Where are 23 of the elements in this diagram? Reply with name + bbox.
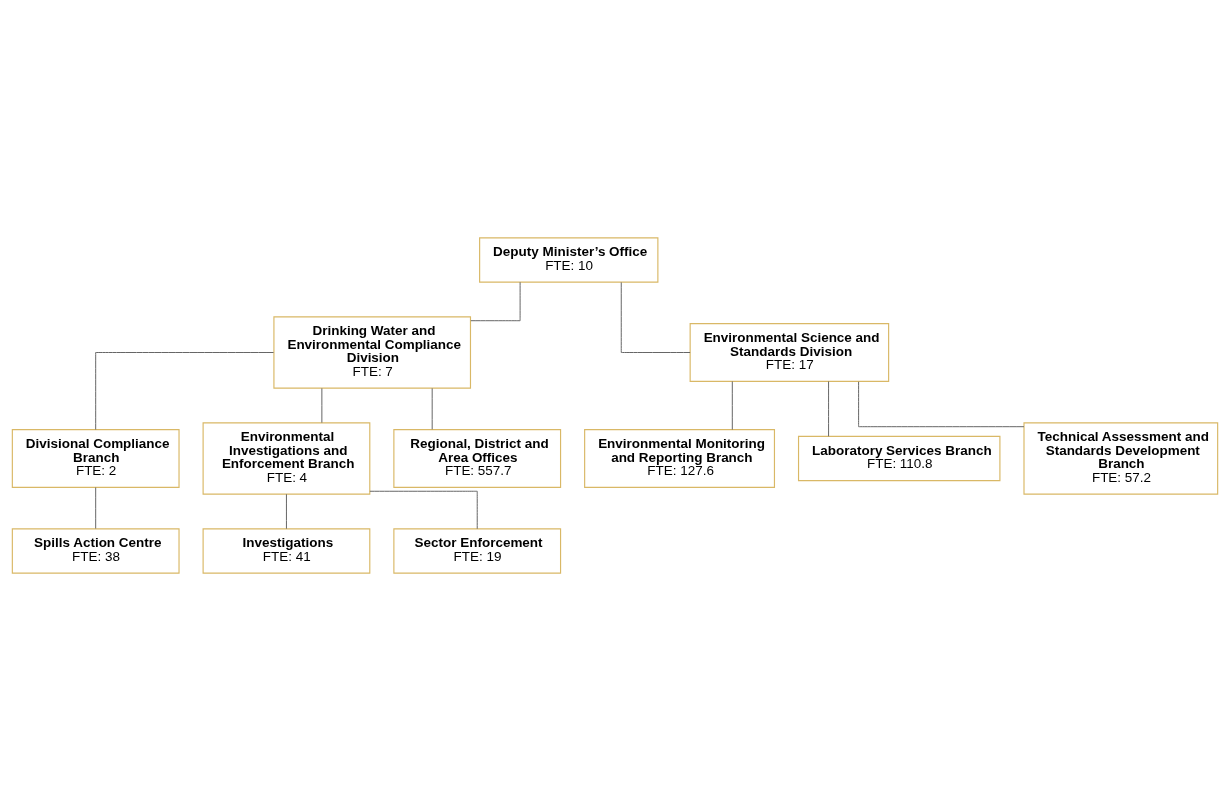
node-box: Spills Action Centre FTE: 38	[11, 528, 180, 574]
connector	[731, 381, 733, 431]
node-box: Technical Assessment and Standards Development Branch FTE: 57.2	[1023, 422, 1219, 495]
connector	[95, 352, 275, 430]
node-box: Divisional Compliance Branch FTE: 2	[11, 429, 180, 488]
node-box: Investigations FTE: 41	[202, 528, 371, 574]
node-box: Deputy Minister’s Office FTE: 10	[479, 237, 659, 283]
node-box: Environmental Science and Standards Division FTE: 17	[689, 323, 890, 382]
node-box: Environmental Monitoring and Reporting Branch FTE: 127.6	[584, 429, 776, 488]
connector	[828, 381, 830, 437]
connector	[285, 493, 287, 530]
node-box: Environmental Investigations and Enforcement Branch FTE: 4	[202, 422, 371, 495]
connector	[95, 487, 97, 529]
node-box: Drinking Water and Environmental Compliance Division FTE: 7	[273, 316, 472, 389]
connector	[321, 387, 323, 424]
connector	[369, 490, 478, 530]
connector	[620, 281, 691, 353]
node-box: Regional, District and Area Offices FTE: 557.7	[393, 429, 562, 488]
connector	[858, 381, 1025, 428]
node-box: Sector Enforcement FTE: 19	[393, 528, 562, 574]
connector	[470, 281, 521, 322]
connector	[431, 387, 433, 430]
node-box: Laboratory Services Branch FTE: 110.8	[797, 435, 1001, 482]
